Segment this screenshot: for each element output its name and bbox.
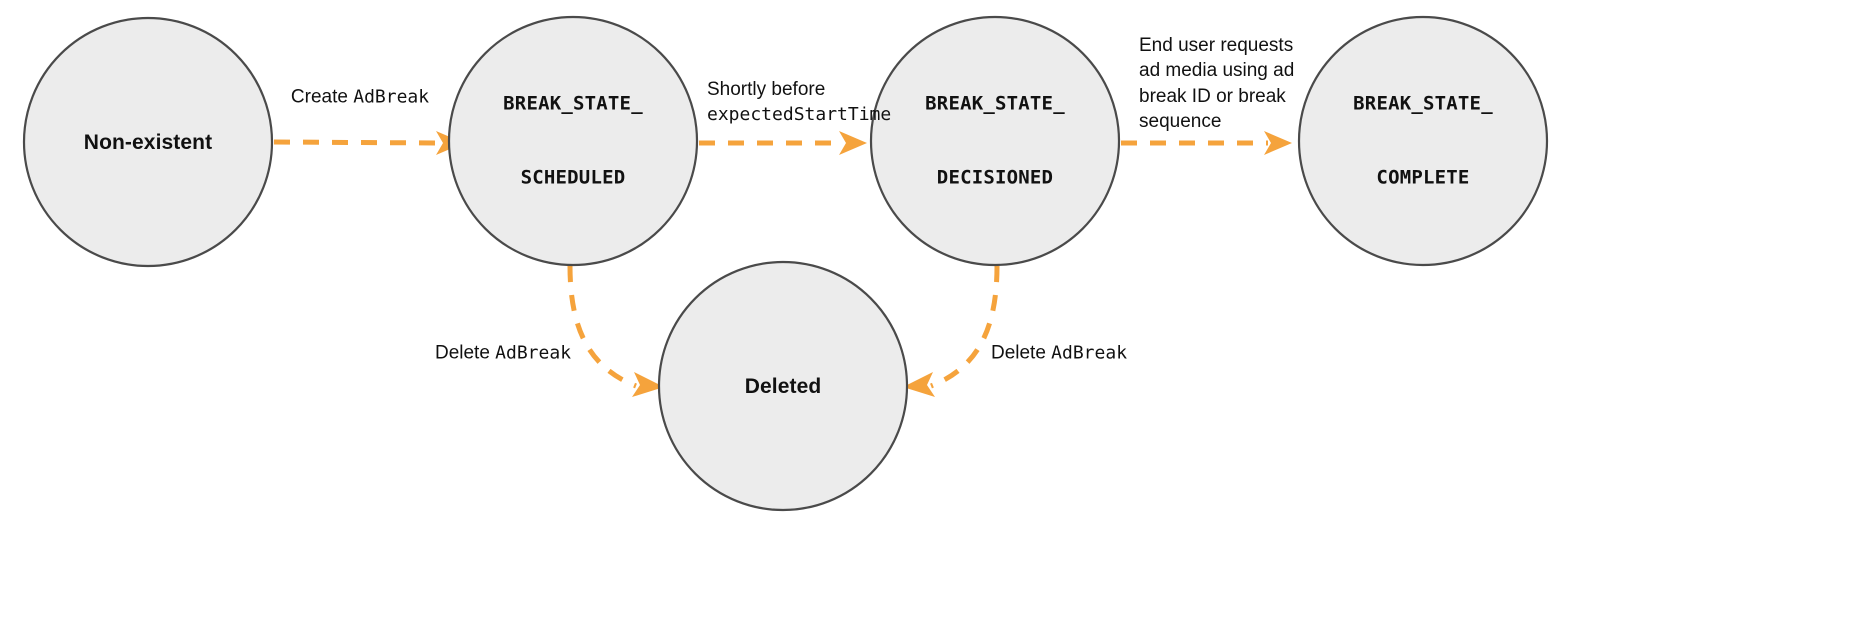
node-non-existent[interactable] [22, 16, 274, 268]
edge-shortly-before-expected-start-time [699, 131, 867, 155]
edge-delete-adbreak-from-scheduled [567, 265, 664, 397]
node-break-state-complete[interactable] [1297, 15, 1549, 267]
arrowhead-icon [632, 372, 664, 397]
node-break-state-decisioned[interactable] [869, 15, 1121, 267]
arrowhead-icon [839, 131, 867, 155]
edge-delete-adbreak-from-decisioned [903, 265, 1000, 397]
edge-create-adbreak [273, 131, 464, 155]
arrowhead-icon [903, 372, 935, 397]
edge-line [930, 265, 1000, 389]
edge-end-user-requests-ad-media [1121, 131, 1292, 155]
node-deleted[interactable] [657, 260, 909, 512]
node-break-state-scheduled[interactable] [447, 15, 699, 267]
edge-line [273, 139, 441, 146]
arrowhead-icon [1264, 131, 1292, 155]
edge-line [567, 265, 637, 389]
